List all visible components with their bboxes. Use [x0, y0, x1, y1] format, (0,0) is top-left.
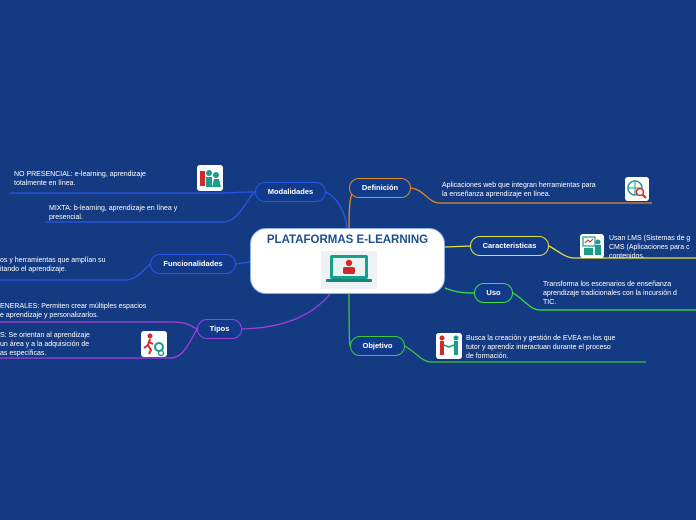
globe-search-icon	[625, 177, 649, 201]
central-topic[interactable]: PLATAFORMAS E-LEARNING	[250, 228, 445, 294]
runner-gears-icon	[141, 331, 167, 357]
caracteristicas-node[interactable]: Caracteristicas	[470, 236, 549, 256]
laptop-user-icon	[321, 251, 377, 289]
funcionalidades-node[interactable]: Funcionalidades	[150, 254, 236, 274]
tipos-leaf-especificas[interactable]: S: Se orientan al aprendizaje un área y …	[0, 332, 90, 357]
objetivo-node[interactable]: Objetivo	[350, 336, 405, 356]
tipos-leaf-generales[interactable]: ENERALES: Permiten crear múltiples espac…	[0, 303, 147, 319]
modalidades-node[interactable]: Modalidades	[255, 182, 326, 202]
presentation-icon	[580, 234, 604, 258]
tipos-node[interactable]: Tipos	[197, 319, 242, 339]
uso-node[interactable]: Uso	[474, 283, 513, 303]
modalidades-leaf-mixta[interactable]: MIXTA: b-learning, aprendizaje en línea …	[49, 205, 178, 221]
definicion-leaf[interactable]: Aplicaciones web que integran herramient…	[442, 182, 596, 198]
people-icon	[197, 165, 223, 191]
central-title: PLATAFORMAS E-LEARNING	[266, 234, 429, 246]
definicion-node[interactable]: Definición	[349, 178, 411, 198]
objetivo-leaf[interactable]: Busca la creación y gestión de EVEA en l…	[466, 335, 616, 360]
handshake-icon	[436, 333, 462, 359]
